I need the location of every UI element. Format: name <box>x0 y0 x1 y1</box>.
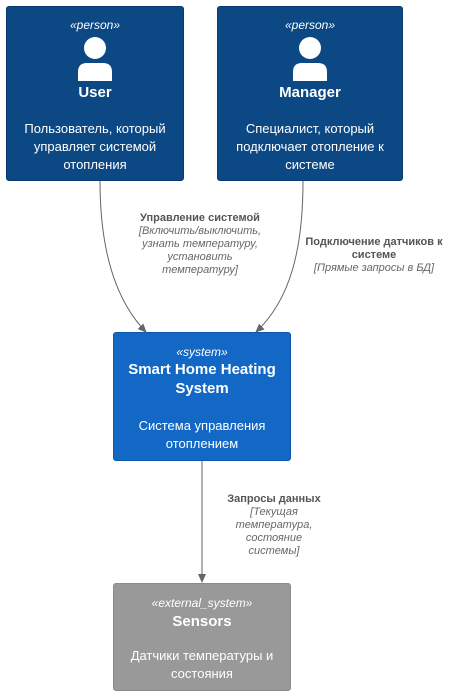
edge-manager-to-system <box>255 180 304 333</box>
person-icon <box>78 37 112 81</box>
relation-label-system-to-sensors: Запросы данных [Текущая температура, сос… <box>196 493 352 558</box>
element-title: Smart Home Heating System <box>128 361 276 397</box>
relation-title: Управление системой <box>140 212 260 224</box>
stereotype-label: «person» <box>69 18 121 32</box>
relation-label-manager-to-system: Подключение датчиков к системе [Прямые з… <box>294 236 454 275</box>
relation-title: Запросы данных <box>227 493 321 505</box>
stereotype-label: «person» <box>284 18 336 32</box>
person-manager: «person» Manager Специалист, который под… <box>217 6 403 181</box>
element-description: Датчики температуры и состояния <box>130 648 274 681</box>
stereotype-label: «system» <box>176 345 228 359</box>
relation-technology: [Текущая температура, состояние системы] <box>235 506 313 557</box>
relation-title: Подключение датчиков к системе <box>305 236 443 261</box>
relation-label-user-to-system: Управление системой [Включить/выключить,… <box>120 212 280 277</box>
element-title: Sensors <box>172 613 232 630</box>
system-smart-home-heating: «system» Smart Home Heating System Систе… <box>113 332 291 461</box>
element-description: Специалист, который подключает отопление… <box>236 121 384 172</box>
relation-technology: [Включить/выключить, узнать температуру,… <box>138 225 262 276</box>
element-title: Manager <box>279 84 341 101</box>
element-description: Система управления отоплением <box>138 418 266 451</box>
element-description: Пользователь, который управляет системой… <box>24 121 166 172</box>
edge-user-to-system <box>99 180 147 333</box>
person-user: «person» User Пользователь, который упра… <box>6 6 184 181</box>
external-system-sensors: «external_system» Sensors Датчики темпер… <box>113 583 291 691</box>
element-title: User <box>78 84 112 101</box>
relation-technology: [Прямые запросы в БД] <box>313 262 435 274</box>
stereotype-label: «external_system» <box>151 596 253 610</box>
person-icon <box>293 37 327 81</box>
